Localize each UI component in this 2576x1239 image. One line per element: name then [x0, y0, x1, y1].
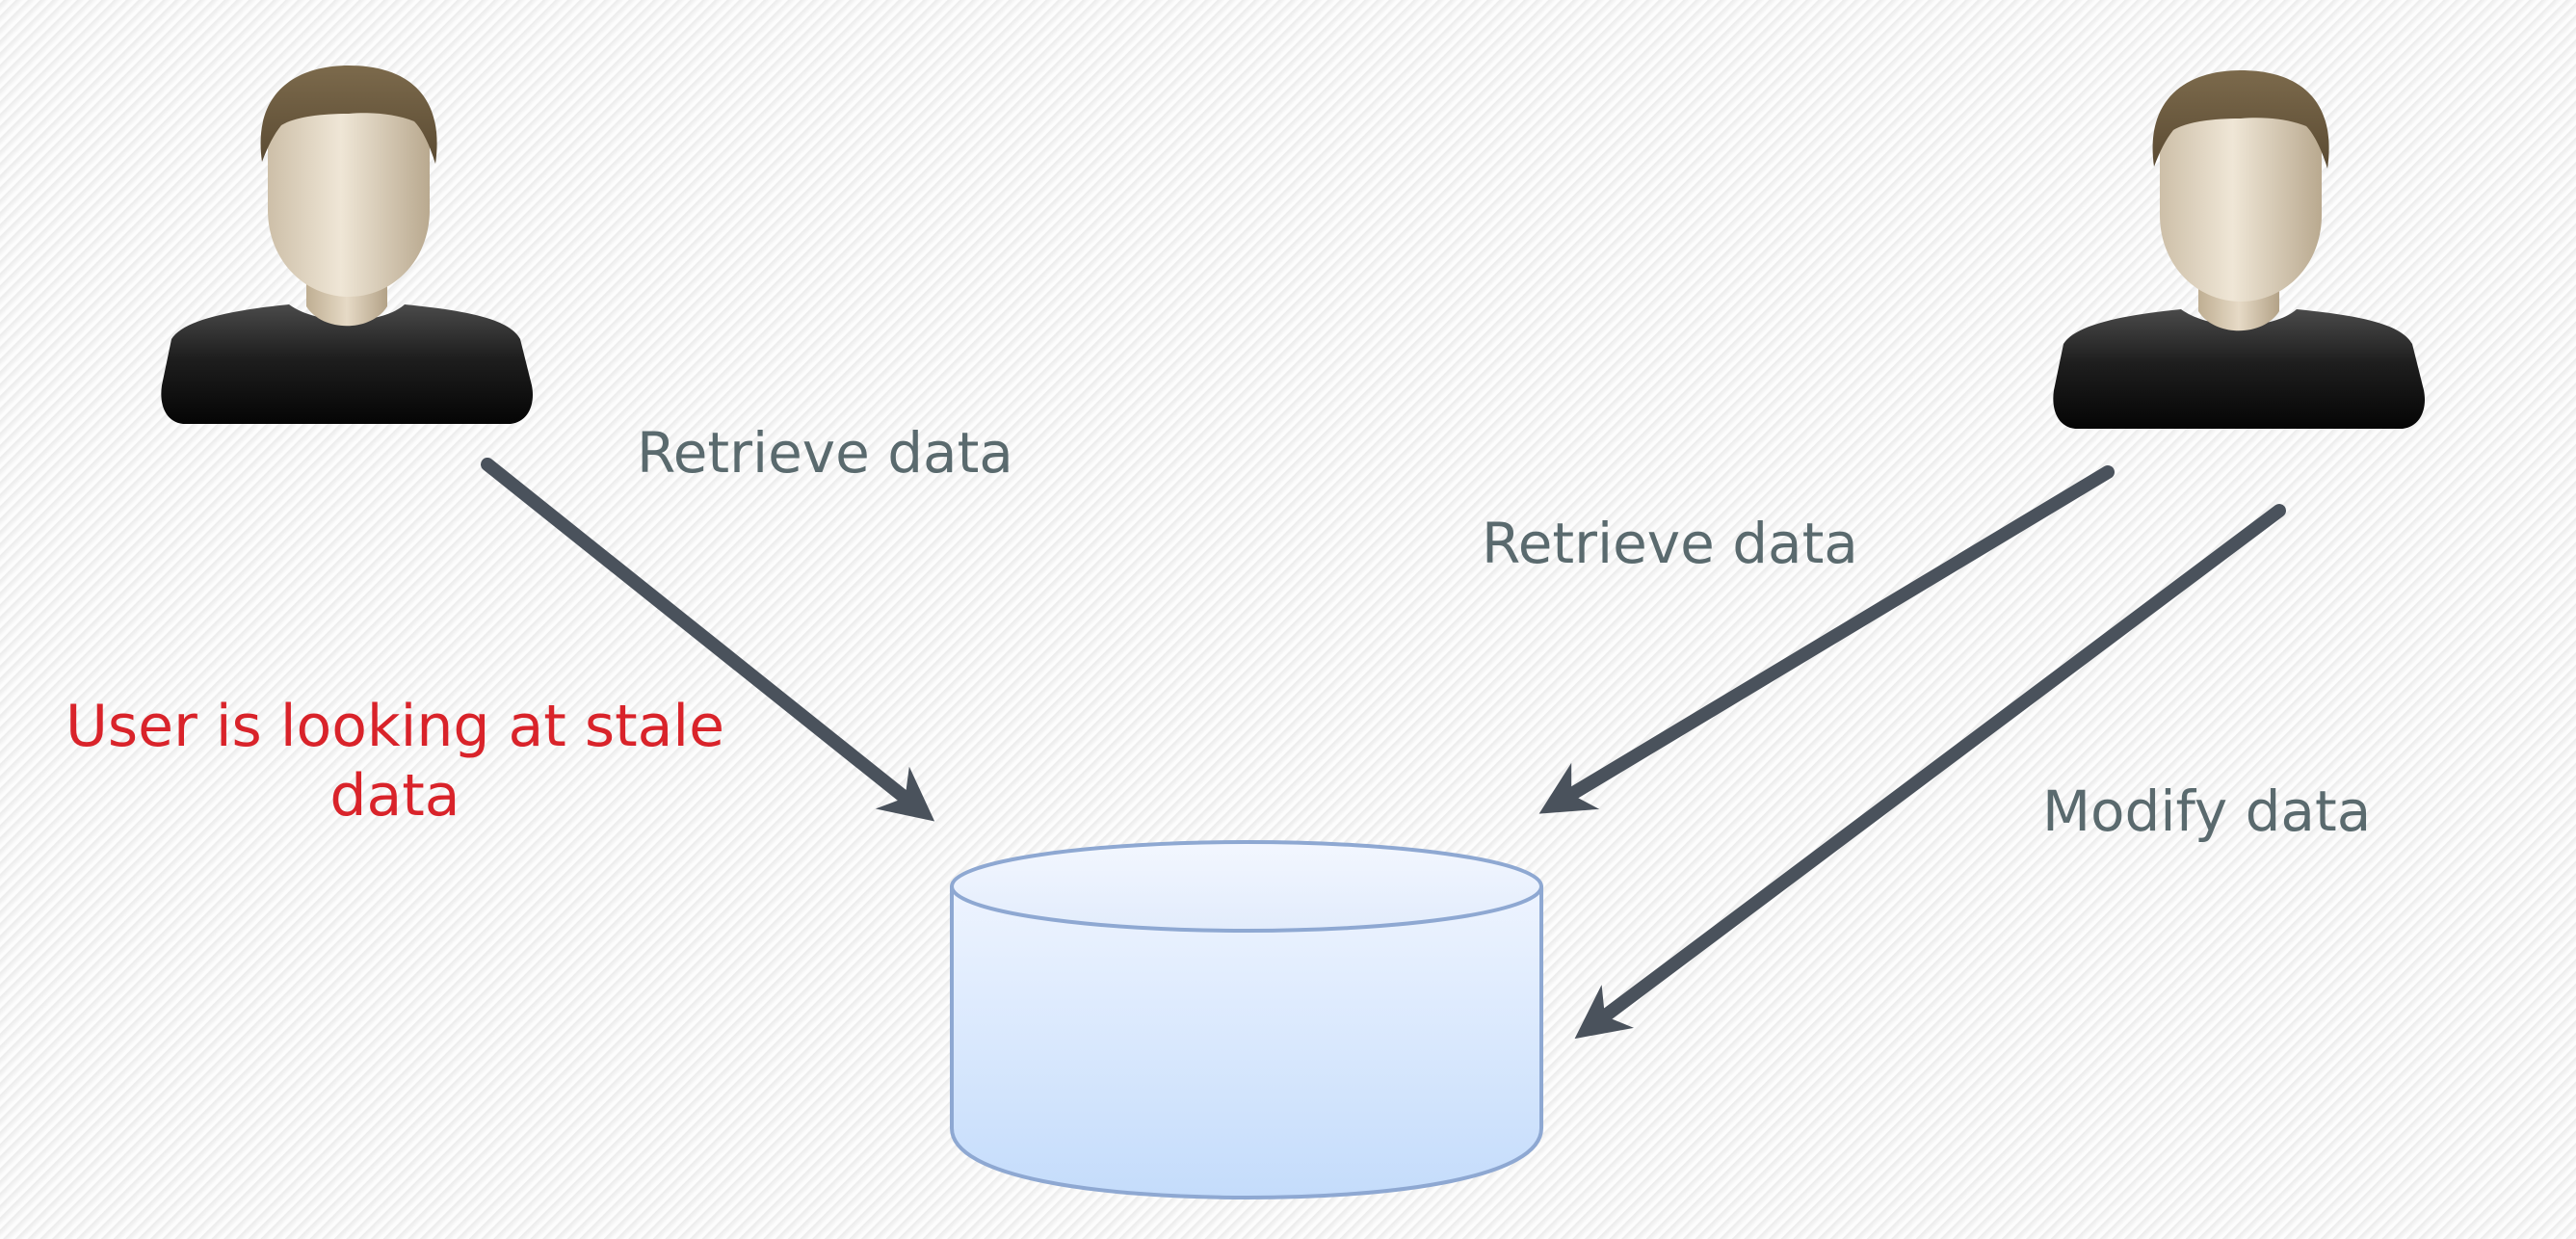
left-user-icon — [161, 66, 534, 424]
arrow-right-user-retrieve — [1538, 465, 2115, 814]
right-user-shirt — [2053, 309, 2426, 429]
right-user-icon — [2053, 70, 2426, 429]
arrow-right-user-modify — [1574, 504, 2286, 1040]
modify-data-label: Modify data — [2042, 778, 2372, 844]
arrow-left-user-retrieve — [481, 458, 935, 822]
arrows — [481, 458, 2286, 1040]
retrieve-data-label-right: Retrieve data — [1482, 511, 1858, 576]
right-user-face — [2159, 77, 2323, 302]
database-body — [950, 885, 1543, 1200]
stale-data-warning-line1: User is looking at stale — [65, 693, 725, 760]
retrieve-data-label-left: Retrieve data — [637, 420, 1013, 486]
stale-data-warning: User is looking at stale data — [48, 692, 742, 830]
database-icon — [950, 840, 1543, 1200]
stale-data-warning-line2: data — [329, 762, 460, 830]
left-user-face — [267, 72, 431, 297]
left-user-shirt — [161, 304, 534, 424]
left-user-hair — [260, 66, 437, 164]
right-user-hair — [2152, 70, 2329, 169]
database-top — [950, 840, 1543, 933]
